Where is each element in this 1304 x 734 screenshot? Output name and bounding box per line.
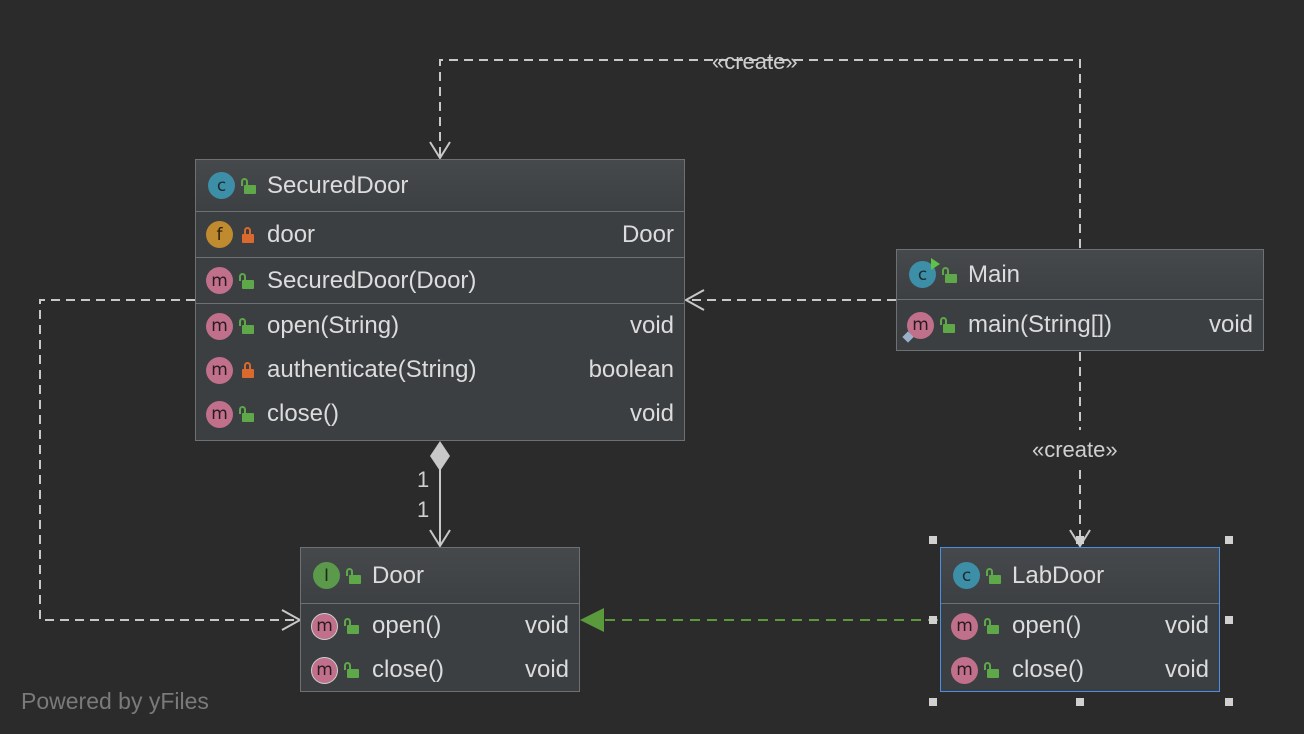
resize-handle[interactable] [1225,616,1233,624]
resize-handle[interactable] [929,616,937,624]
resize-handle[interactable] [1225,536,1233,544]
class-name: Main [968,260,1021,288]
constructor-row[interactable]: m SecuredDoor(Door) [196,258,684,304]
public-lock-icon [344,662,360,678]
method-name: open() [372,612,442,639]
method-icon: m [206,267,233,294]
public-lock-icon [239,318,255,334]
class-node-main[interactable]: c Main m main(String[]) void [896,249,1264,351]
public-lock-icon [942,266,958,283]
method-icon: m [951,612,978,640]
resize-handle[interactable] [929,536,937,544]
runnable-class-icon: c [909,258,940,288]
method-row[interactable]: m close() void [941,648,1219,692]
interface-header: I Door [301,548,579,604]
create-label-right: «create» [1032,437,1118,462]
dependency-edge-secureddoor-to-door [39,299,298,621]
arrowhead-open-icon [429,529,451,548]
field-icon: f [206,221,233,248]
method-name: authenticate(String) [267,356,477,383]
public-lock-icon [239,406,255,422]
realization-arrowhead-icon [580,608,604,632]
method-type: void [629,400,674,427]
method-name: main(String[]) [968,311,1113,338]
class-node-labdoor[interactable]: c LabDoor m open() void m close() void [940,547,1220,692]
method-row[interactable]: m open() void [941,604,1219,648]
method-type: void [1164,656,1209,683]
method-name: close() [1012,656,1085,683]
private-lock-icon [241,226,255,243]
public-lock-icon [940,317,956,333]
composition-diamond-icon [430,441,450,471]
public-lock-icon [239,272,255,289]
class-header: c Main [897,250,1263,300]
method-name: close() [372,656,445,683]
public-lock-icon [344,618,360,634]
method-type: void [629,312,674,339]
arrowhead-open-icon [683,289,705,311]
method-row[interactable]: m open(String) void [196,304,684,348]
public-lock-icon [346,567,362,584]
method-name: close() [267,400,340,427]
class-node-secureddoor[interactable]: c SecuredDoor f door Door m SecuredDoor(… [195,159,685,441]
class-header: c LabDoor [941,548,1219,604]
resize-handle[interactable] [1076,698,1084,706]
method-name: open(String) [267,312,400,339]
interface-icon: I [313,562,340,589]
multiplicity-source: 1 [417,467,430,492]
powered-by-footer: Powered by yFiles [21,688,209,714]
method-type: void [524,656,569,683]
class-name: SecuredDoor [267,171,409,199]
method-row[interactable]: m close() void [196,392,684,436]
create-label-top: «create» [712,49,798,74]
public-lock-icon [986,567,1002,584]
arrowhead-open-icon [429,141,451,160]
method-icon: m [206,356,233,384]
method-name: open() [1012,612,1082,639]
method-type: void [1164,612,1209,639]
create-edge-main-to-secureddoor [439,59,1081,248]
interface-node-door[interactable]: I Door m open() void m close() void [300,547,580,692]
resize-handle[interactable] [1225,698,1233,706]
static-method-icon: m [902,311,934,343]
method-row[interactable]: m authenticate(String) boolean [196,348,684,392]
method-type: void [524,612,569,639]
method-row[interactable]: m main(String[]) void [897,300,1263,350]
public-lock-icon [984,662,1000,678]
field-row[interactable]: f door Door [196,212,684,258]
method-icon: m [951,656,978,684]
constructor-name: SecuredDoor(Door) [267,266,477,294]
abstract-method-icon: m [311,656,338,684]
class-icon: c [953,562,980,589]
multiplicity-target: 1 [417,497,430,522]
abstract-method-icon: m [311,612,338,640]
method-icon: m [206,312,233,340]
method-row[interactable]: m close() void [301,648,579,692]
class-name: LabDoor [1012,561,1105,589]
resize-handle[interactable] [1076,536,1084,544]
public-lock-icon [984,618,1000,634]
field-type: Door [621,220,674,248]
field-name: door [267,220,316,248]
class-icon: c [208,172,235,199]
resize-handle[interactable] [929,698,937,706]
private-lock-icon [241,362,255,378]
class-header: c SecuredDoor [196,160,684,212]
public-lock-icon [241,177,257,194]
method-row[interactable]: m open() void [301,604,579,648]
arrowhead-open-icon [1069,529,1091,548]
interface-name: Door [372,561,425,589]
method-icon: m [206,400,233,428]
method-type: boolean [588,356,674,383]
method-type: void [1208,311,1253,338]
